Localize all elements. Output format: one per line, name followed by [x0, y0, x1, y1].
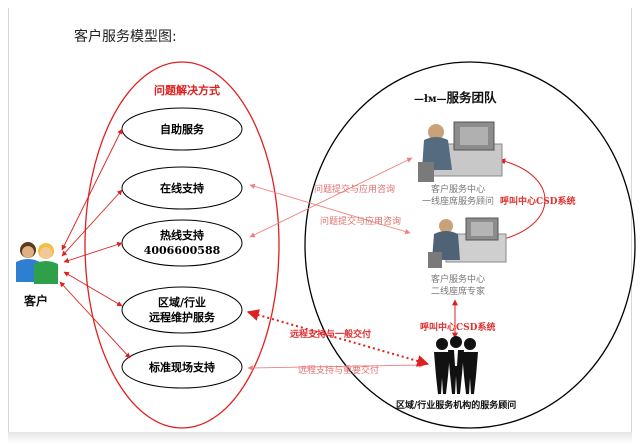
method-self[interactable]: 自助服务: [122, 122, 242, 137]
customer-links: [59, 128, 131, 359]
tier1-label: 客户服务中心 一线座席服务顾问: [408, 184, 508, 208]
tier2-line2: 二线座席专家: [430, 287, 485, 297]
team-heading-prefix: —łм—: [414, 94, 447, 105]
tier1-line1: 客户服务中心: [430, 185, 485, 195]
method-online-label: 在线支持: [160, 182, 204, 195]
service-expert-desk-icon: [428, 217, 507, 268]
method-ellipse-onsite[interactable]: [121, 345, 243, 389]
method-remote[interactable]: 区域/行业 远程维护服务: [122, 295, 242, 325]
page-title: 客户服务模型图:: [74, 29, 177, 45]
method-online[interactable]: 在线支持: [122, 181, 242, 196]
csd-label-1: 呼叫中心CSD系统: [500, 197, 576, 207]
method-remote-label-1: 区域/行业: [157, 296, 207, 309]
team-heading-text: 服务团队: [446, 90, 497, 105]
regional-label: 区域/行业服务机构的服务顾问: [396, 401, 517, 411]
csd-label-2: 呼叫中心CSD系统: [420, 323, 496, 333]
methods-heading: 问题解决方式: [154, 84, 220, 97]
service-agent-desk-icon: [418, 121, 503, 182]
method-hotline-label: 热线支持: [160, 229, 204, 242]
consult-label-1: 问题提交与应用咨询: [314, 185, 396, 195]
method-onsite[interactable]: 标准现场支持: [122, 360, 242, 375]
team-ellipse: [304, 61, 636, 429]
remote-important-label: 远程支持与重要交付: [298, 366, 380, 376]
customer-group-icon: [16, 242, 58, 284]
customer-label: 客户: [24, 294, 49, 308]
regional-consultants-icon: [434, 336, 478, 394]
method-self-label: 自助服务: [160, 123, 204, 136]
remote-general-link: [246, 309, 430, 367]
page-frame: [8, 8, 632, 434]
method-hotline-number: 4006600588: [143, 244, 221, 257]
tier2-line1: 客户服务中心: [430, 275, 485, 285]
team-heading: —łм—服务团队: [414, 87, 497, 106]
tier1-line2: 一线座席服务顾问: [421, 197, 494, 207]
tier2-label: 客户服务中心 二线座席专家: [408, 274, 508, 298]
remote-general-label: 远程支持与一般交付: [290, 330, 372, 340]
method-remote-label-2: 远程维护服务: [149, 311, 215, 324]
csd-link-tiers: [499, 158, 546, 242]
method-hotline[interactable]: 热线支持 4006600588: [122, 228, 242, 258]
page-shadow: [8, 432, 632, 444]
method-onsite-label: 标准现场支持: [149, 361, 215, 374]
consult-label-2: 问题提交与应用咨询: [320, 217, 402, 227]
